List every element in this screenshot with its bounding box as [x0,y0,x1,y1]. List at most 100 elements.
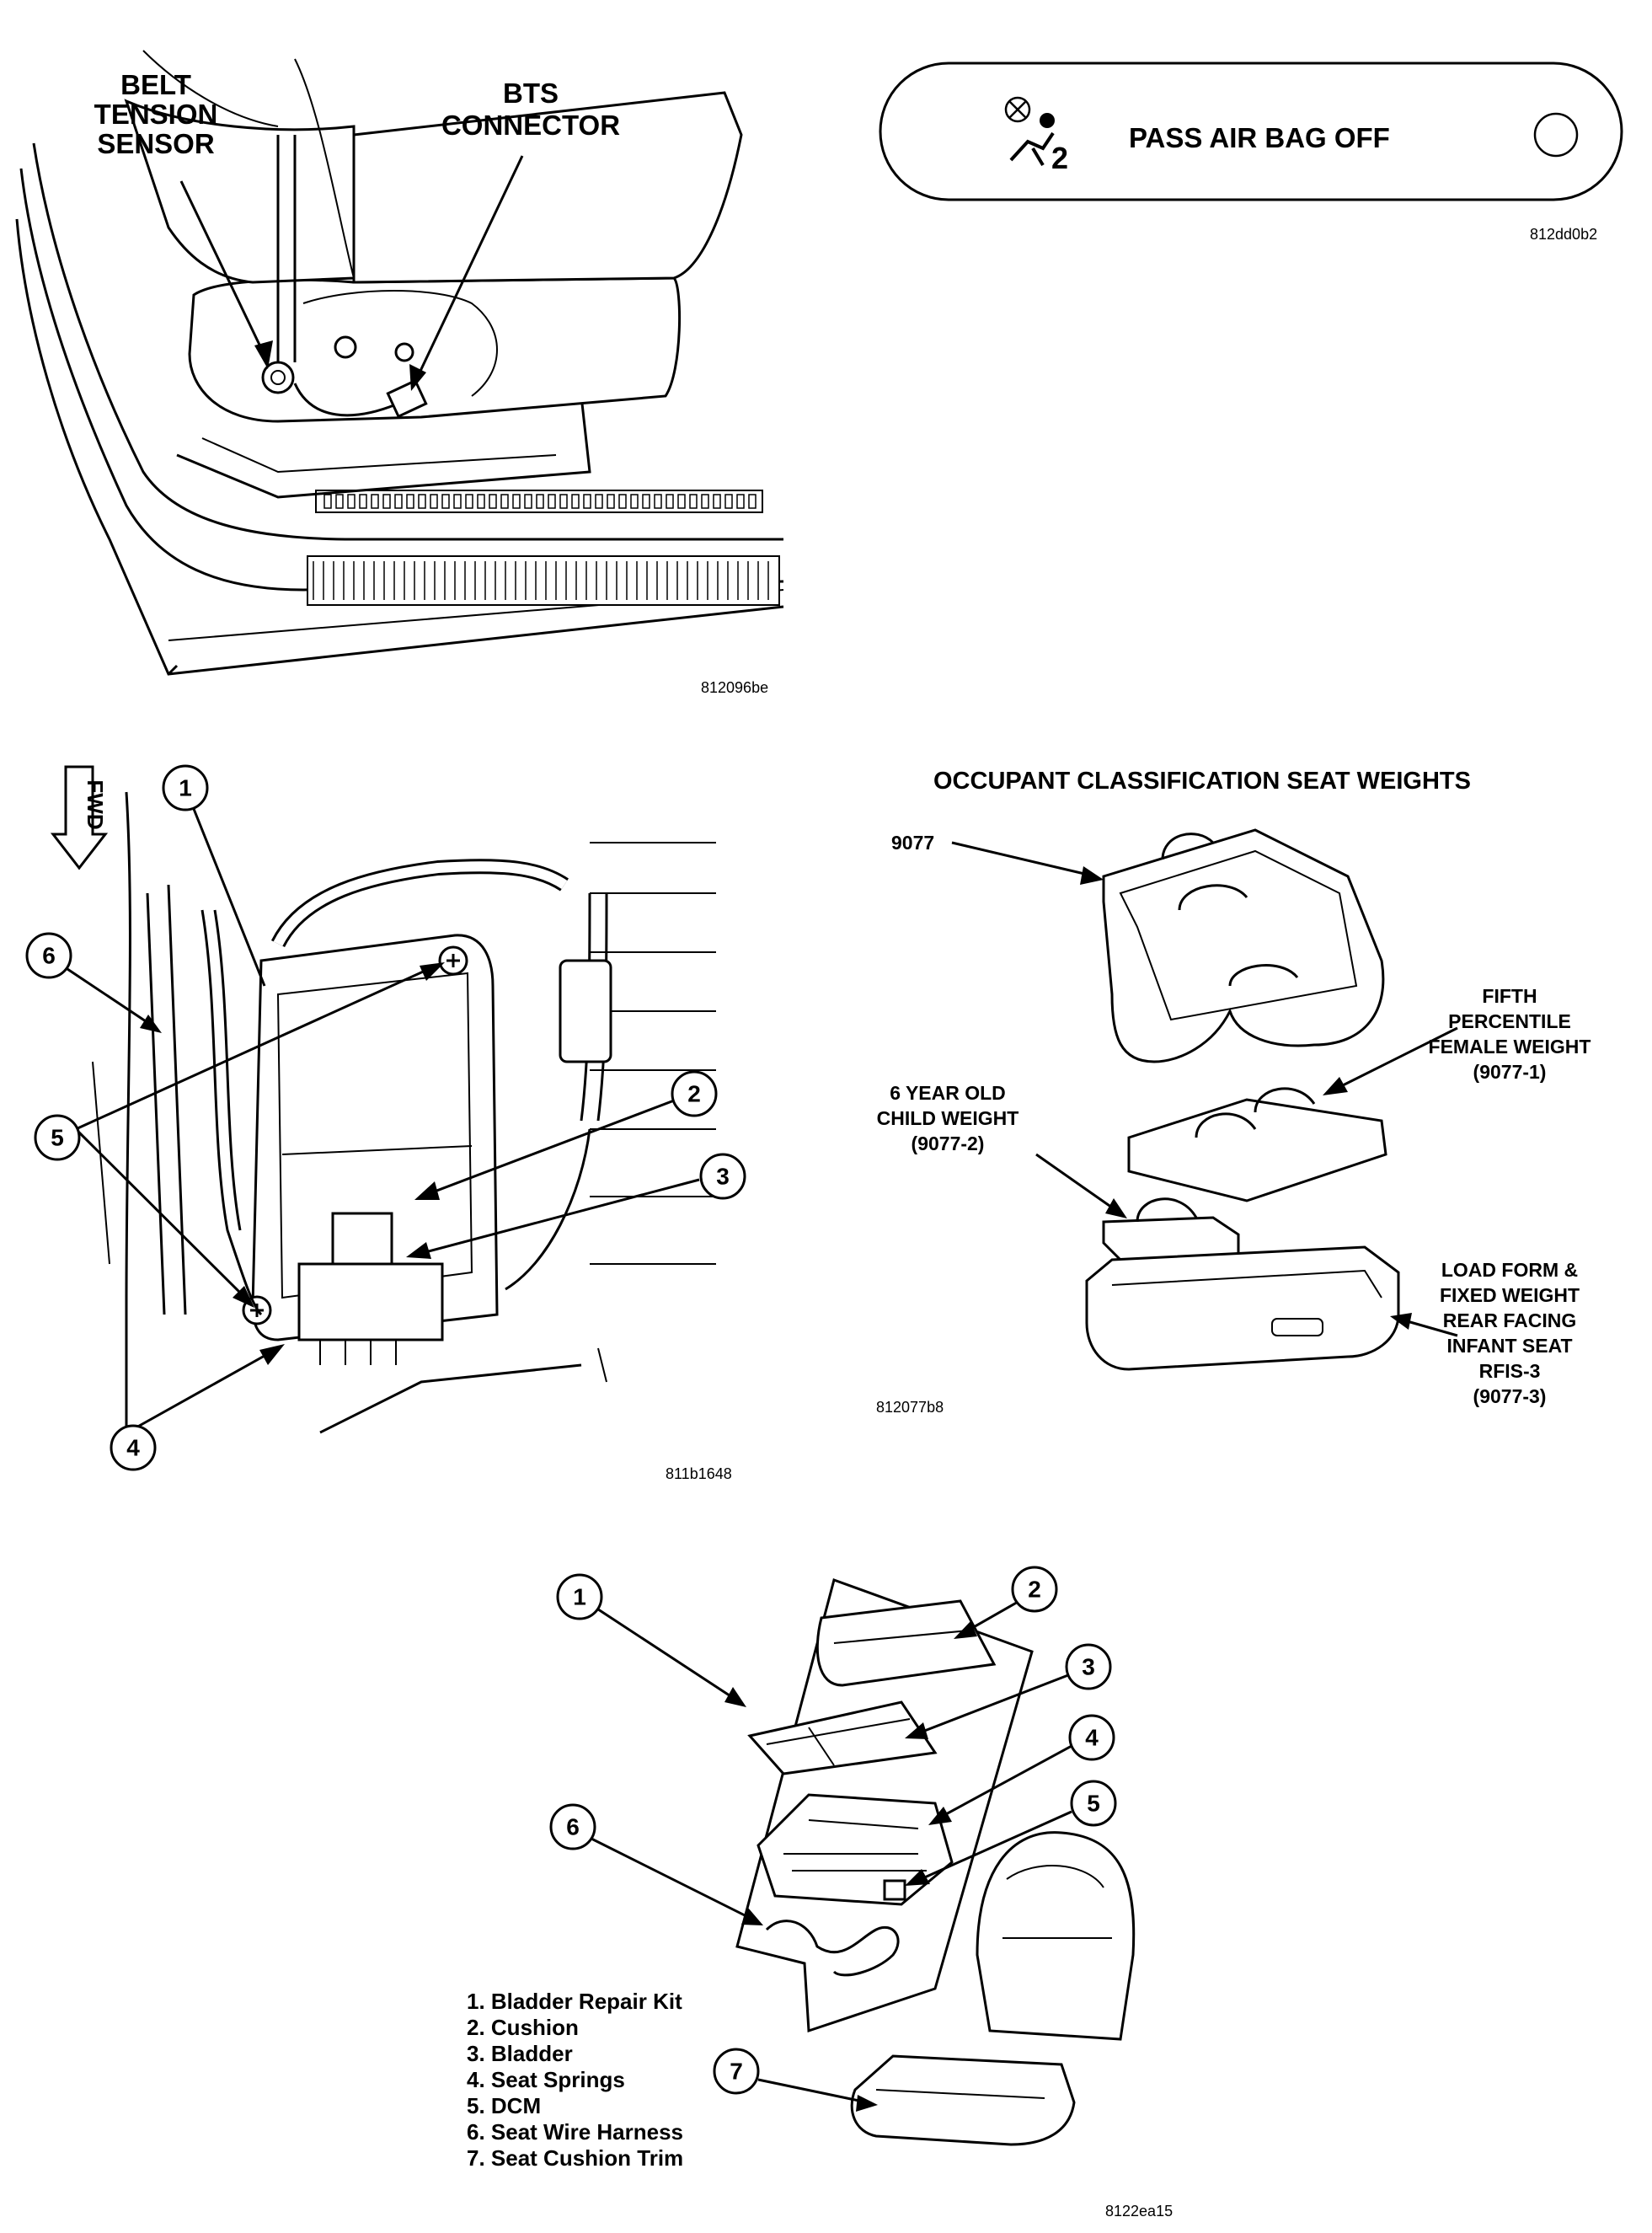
indicator-text: PASS AIR BAG OFF [1129,122,1390,153]
vent-slat [335,494,344,509]
svg-text:2: 2 [1028,1577,1041,1603]
sill-vent-slats [313,494,769,600]
svg-text:7: 7 [730,2059,743,2085]
vent-slat [524,494,532,509]
svg-text:5: 5 [51,1125,64,1151]
label-fifth-line1: FIFTH [1482,985,1537,1007]
callout-2: 2 [1011,1566,1058,1613]
fwd-label: FWD [83,779,108,829]
label-child-line2: CHILD WEIGHT [877,1107,1019,1129]
vent-slat [394,494,403,509]
label-load-line4: INFANT SEAT [1446,1335,1572,1357]
vent-slat [630,494,639,509]
callout-6: 6 [25,932,72,979]
callout-7: 7 [713,2048,760,2095]
label-fifth-line3: FEMALE WEIGHT [1429,1036,1591,1058]
callout-5: 5 [1070,1780,1117,1827]
vent-slat [748,494,756,509]
svg-text:4: 4 [1085,1725,1099,1751]
parts-legend: 1. Bladder Repair Kit 2. Cushion 3. Blad… [467,1989,683,2171]
svg-text:4: 4 [126,1435,140,1461]
vent-slat [595,494,603,509]
legend-item: 1. Bladder Repair Kit [467,1989,682,2014]
vent-slat [736,494,745,509]
figure3-code: 812077b8 [876,1399,944,1416]
vent-slat [536,494,544,509]
indicator-code: 812dd0b2 [1530,226,1597,243]
figure-seat-weights: OCCUPANT CLASSIFICATION SEAT WEIGHTS 907… [876,768,1591,1416]
vent-slat [654,494,662,509]
label-fifth-line4: (9077-1) [1473,1061,1547,1083]
figure4-code: 8122ea15 [1105,2203,1173,2220]
label-load-line1: LOAD FORM & [1441,1259,1578,1281]
vent-slat [548,494,556,509]
svg-text:1: 1 [573,1584,586,1610]
figure-seat-cushion-exploded: 1 2 3 4 5 6 7 8122ea15 [549,1566,1173,2220]
vent-slat [406,494,414,509]
label-bts-connector-line2: CONNECTOR [441,110,620,141]
figure1-code: 812096be [701,679,768,696]
vent-slat [382,494,391,509]
figure-module-mounting: FWD [25,764,746,1482]
vent-slat [500,494,509,509]
callout-4: 4 [1068,1714,1115,1761]
vent-slat [559,494,568,509]
vent-slat [430,494,438,509]
vent-slat [642,494,650,509]
vent-slat [371,494,379,509]
vent-slat [512,494,521,509]
seat-weights-title: OCCUPANT CLASSIFICATION SEAT WEIGHTS [933,768,1471,795]
mounting-screw-top [438,945,468,976]
label-belt-tension-sensor-line3: SENSOR [97,128,215,159]
passenger-airbag-icon-number: 2 [1051,141,1068,175]
vent-slat [453,494,462,509]
vent-slat [465,494,473,509]
callout-4: 4 [110,1424,157,1471]
label-belt-tension-sensor-line2: TENSION [94,99,218,130]
label-load-line3: REAR FACING [1443,1309,1576,1331]
svg-text:2: 2 [687,1081,701,1107]
fwd-arrow-icon [50,765,109,870]
figure-pass-air-bag-off-indicator: 2 PASS AIR BAG OFF 812dd0b2 [879,62,1623,243]
vent-slat [666,494,674,509]
svg-text:6: 6 [566,1814,580,1840]
legend-item: 3. Bladder [467,2041,573,2066]
label-belt-tension-sensor-line1: BELT [120,69,191,100]
callout-6: 6 [549,1803,596,1850]
label-load-line6: (9077-3) [1473,1385,1547,1407]
callout-5: 5 [34,1114,81,1161]
vent-slat [677,494,686,509]
callout-2: 2 [671,1070,718,1117]
vent-slat [441,494,450,509]
legend-item: 6. Seat Wire Harness [467,2119,684,2145]
callout-3: 3 [699,1153,746,1200]
legend-item: 2. Cushion [467,2015,579,2040]
vent-slat [713,494,721,509]
svg-text:1: 1 [179,775,192,801]
vent-slat [477,494,485,509]
label-child-line3: (9077-2) [912,1133,985,1154]
vent-slat [583,494,591,509]
label-child-line1: 6 YEAR OLD [890,1082,1006,1104]
vent-slat [607,494,615,509]
label-load-line2: FIXED WEIGHT [1440,1284,1580,1306]
label-load-line5: RFIS-3 [1479,1360,1541,1382]
svg-text:3: 3 [1082,1654,1095,1680]
vent-slat [418,494,426,509]
vent-slat [618,494,627,509]
legend-item: 7. Seat Cushion Trim [467,2145,684,2171]
vent-slat [347,494,356,509]
label-bts-connector-line1: BTS [503,78,559,109]
svg-text:3: 3 [716,1164,730,1190]
vent-slat [724,494,733,509]
svg-text:5: 5 [1087,1791,1100,1817]
label-9077: 9077 [891,832,934,854]
figure-belt-tension-sensor: BELT TENSION SENSOR BTS CONNECTOR 812096… [15,50,784,696]
vent-slat [489,494,497,509]
indicator-lamp-circle [1533,112,1579,158]
vent-slat [359,494,367,509]
vent-slat [323,494,332,509]
callout-1: 1 [556,1573,603,1620]
legend-item: 4. Seat Springs [467,2067,625,2092]
